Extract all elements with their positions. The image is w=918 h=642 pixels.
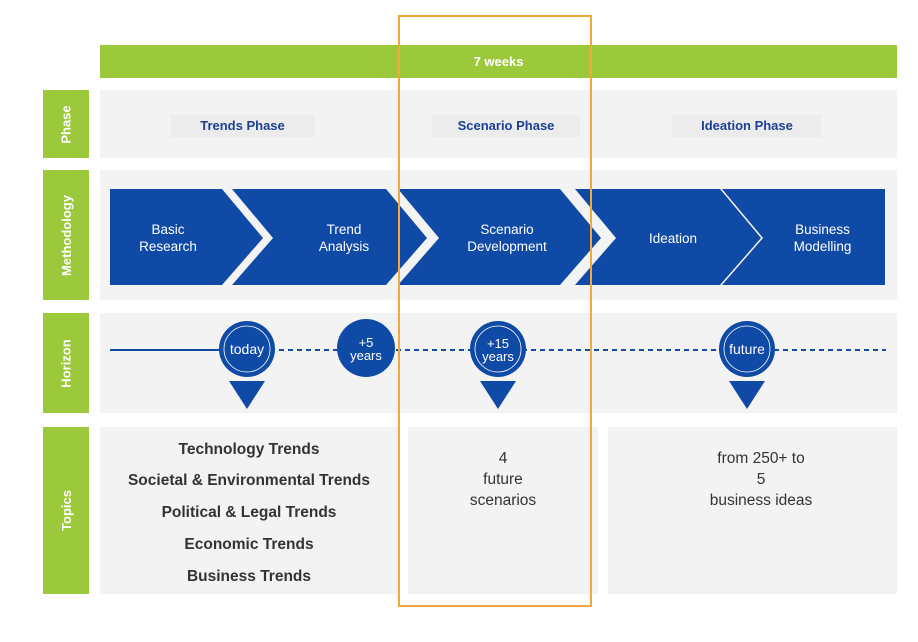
chevron-scenario-development xyxy=(398,189,601,285)
step-basic-research: Basic Research xyxy=(139,222,197,254)
row-label-horizon: Horizon xyxy=(43,313,89,413)
topic-technology-trends: Technology Trends xyxy=(178,441,320,458)
pin-plus-5-years xyxy=(337,319,395,377)
marker-future: future xyxy=(729,341,765,357)
step-business-modelling: Business Modelling xyxy=(793,222,852,254)
row-label-topics: Topics xyxy=(43,427,89,594)
topic-scenario-scenarios: scenarios xyxy=(469,492,537,509)
step-scenario-development: Scenario Development xyxy=(467,222,547,254)
pin-future xyxy=(719,321,775,409)
row-label-phase: Phase xyxy=(43,90,89,158)
row-label-methodology: Methodology xyxy=(43,170,89,300)
topic-societal-environmental-trends: Societal & Environmental Trends xyxy=(127,472,371,489)
chevron-ideation xyxy=(575,189,761,285)
topics-band-trends xyxy=(100,427,398,594)
marker-plus-15-years: +15 years xyxy=(482,336,514,364)
chevron-business-modelling xyxy=(722,189,885,285)
scenario-highlight-box xyxy=(398,15,592,607)
topic-ideation-business-ideas: business ideas xyxy=(709,492,813,509)
chevron-trend-analysis xyxy=(232,189,427,285)
marker-plus-5-years: +5 years xyxy=(350,335,382,363)
topic-political-legal-trends: Political & Legal Trends xyxy=(161,504,337,521)
topic-ideation-count: 5 xyxy=(756,471,766,488)
duration-label: 7 weeks xyxy=(473,54,524,69)
topic-business-trends: Business Trends xyxy=(186,568,312,585)
topic-scenario-future: future xyxy=(483,471,523,488)
phase-ideation: Ideation Phase xyxy=(672,115,822,137)
topic-economic-trends: Economic Trends xyxy=(184,536,314,553)
marker-today: today xyxy=(229,341,265,357)
topics-band-scenario xyxy=(408,427,598,594)
pin-plus-15-years xyxy=(470,321,526,409)
step-trend-analysis: Trend Analysis xyxy=(318,222,370,254)
phase-scenario: Scenario Phase xyxy=(432,115,580,137)
pin-today xyxy=(219,321,275,409)
duration-bar: 7 weeks xyxy=(100,45,897,78)
step-ideation: Ideation xyxy=(648,231,698,246)
topics-band-ideation xyxy=(608,427,897,594)
phase-trends: Trends Phase xyxy=(170,115,315,137)
topic-scenario-count: 4 xyxy=(498,450,508,467)
topic-ideation-from: from 250+ to xyxy=(717,450,805,467)
chevron-basic-research xyxy=(110,189,263,285)
